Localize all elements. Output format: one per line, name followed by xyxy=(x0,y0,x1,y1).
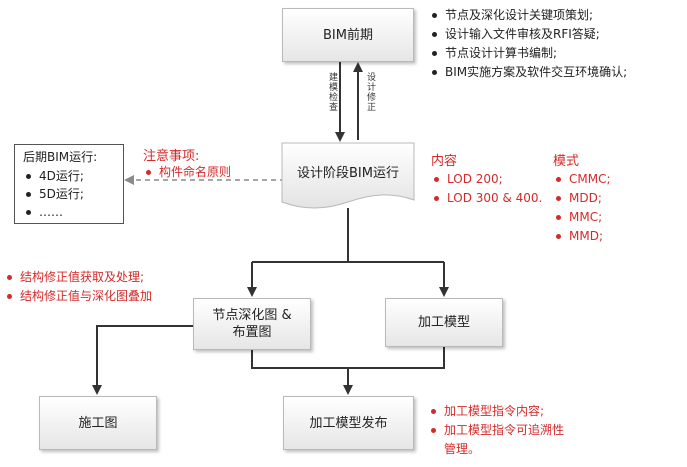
mode-list: CMMC; MDD; MMC; MMD; xyxy=(553,170,611,246)
content-list: LOD 200; LOD 300 & 400. xyxy=(431,170,542,208)
node-bim-pre-label: BIM前期 xyxy=(323,27,373,43)
content-item: LOD 300 & 400. xyxy=(431,189,542,208)
post-bim-list: 4D运行; 5D运行; …… xyxy=(23,167,84,221)
node-processing-model-release-label: 加工模型发布 xyxy=(309,415,388,431)
connector-detail-merge xyxy=(251,347,445,369)
node-design-bim-label: 设计阶段BIM运行 xyxy=(297,166,399,181)
node-bim-pre[interactable]: BIM前期 xyxy=(282,8,414,62)
structural-correction-item: 结构修正值与深化图叠加 xyxy=(4,287,152,306)
pre-bim-task-list: 节点及深化设计关键项策划; 设计输入文件审核及RFI答疑; 节点设计计算书编制;… xyxy=(429,6,627,82)
post-bim-box: 后期BIM运行: 4D运行; 5D运行; …… xyxy=(14,144,124,224)
notes-item: 构件命名原则 xyxy=(143,163,231,182)
release-tail: 管理。 xyxy=(444,442,481,456)
node-construction-drawing-label: 施工图 xyxy=(78,415,118,431)
pre-bim-task: 节点设计计算书编制; xyxy=(429,44,627,63)
release-item: 加工模型指令可追溯性 xyxy=(428,421,564,440)
node-processing-model-label: 加工模型 xyxy=(417,315,470,330)
node-detail-drawing[interactable]: 节点深化图 & 布置图 xyxy=(193,298,311,350)
document-shape xyxy=(281,142,415,209)
structural-correction-item: 结构修正值获取及处理; xyxy=(4,268,152,287)
connector-detail-to-construction xyxy=(92,325,193,395)
post-bim-item: 5D运行; xyxy=(23,185,84,203)
notes-title: 注意事项: xyxy=(143,149,200,164)
label-modeling-check: 建模检查 xyxy=(327,72,337,112)
mode-item: MDD; xyxy=(553,189,611,208)
content-title: 内容 xyxy=(431,154,458,169)
post-bim-item: …… xyxy=(23,203,84,221)
structural-correction-list: 结构修正值获取及处理; 结构修正值与深化图叠加 xyxy=(4,268,152,306)
release-list: 加工模型指令内容; 加工模型指令可追溯性 xyxy=(428,402,564,440)
mode-item: MMD; xyxy=(553,227,611,246)
content-item: LOD 200; xyxy=(431,170,542,189)
post-bim-title: 后期BIM运行: xyxy=(23,150,98,164)
node-construction-drawing[interactable]: 施工图 xyxy=(39,396,157,450)
pre-bim-task: 节点及深化设计关键项策划; xyxy=(429,6,627,25)
mode-title: 模式 xyxy=(553,154,580,169)
node-detail-drawing-line2: 布置图 xyxy=(232,325,272,340)
pre-bim-task: BIM实施方案及软件交互环境确认; xyxy=(429,63,627,82)
notes-list: 构件命名原则 xyxy=(143,163,231,182)
release-item: 加工模型指令内容; xyxy=(428,402,564,421)
node-detail-drawing-line1: 节点深化图 & xyxy=(212,308,292,323)
pre-bim-task: 设计输入文件审核及RFI答疑; xyxy=(429,25,627,44)
mode-item: MMC; xyxy=(553,208,611,227)
label-design-correction: 设计修正 xyxy=(365,72,375,112)
node-processing-model-release[interactable]: 加工模型发布 xyxy=(283,396,414,450)
mode-item: CMMC; xyxy=(553,170,611,189)
node-design-bim[interactable]: 设计阶段BIM运行 xyxy=(281,142,415,212)
node-processing-model[interactable]: 加工模型 xyxy=(385,298,503,347)
post-bim-item: 4D运行; xyxy=(23,167,84,185)
